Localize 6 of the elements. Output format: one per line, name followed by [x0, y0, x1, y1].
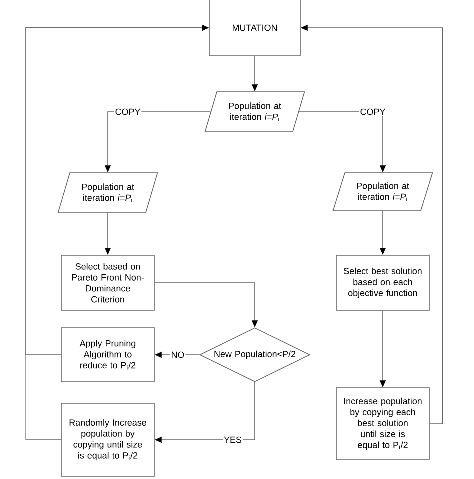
process-box: Randomly Increase population by copying until size is equal to P$_{i}$/2	[61, 403, 155, 477]
process-box: MUTATION	[209, 0, 301, 56]
process-box: Select based on Pareto Front Non-Dominance Criterion	[61, 255, 155, 311]
process-box: Apply Pruning Algorithm to reduce to P$_{i}$/2	[61, 328, 155, 382]
process-box: Select best solution based on each objective function	[336, 255, 430, 311]
process-box: Increase population by copying each best solution until size is equal to P$_{i}$/2	[336, 388, 430, 460]
